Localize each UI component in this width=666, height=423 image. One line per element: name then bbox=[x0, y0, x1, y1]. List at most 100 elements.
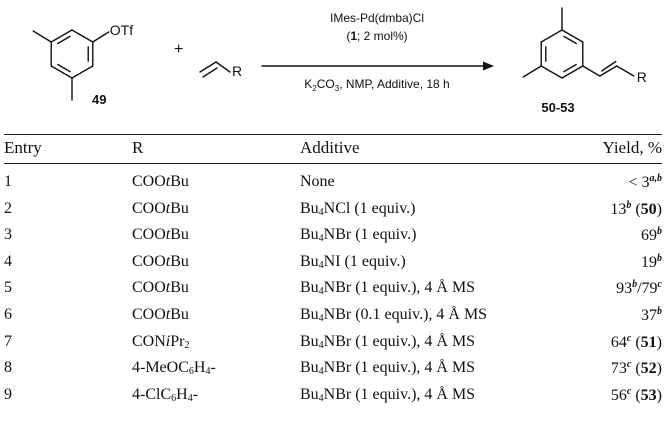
r-group-text: COO bbox=[132, 253, 166, 270]
compound-label-50-53: 50-53 bbox=[541, 100, 574, 115]
r-group-italic: i bbox=[165, 333, 171, 350]
yield-footnote: c bbox=[626, 333, 632, 344]
entry-number: 3 bbox=[4, 226, 12, 243]
additive-text: NBr (1 equiv.), 4 Å MS bbox=[323, 386, 476, 403]
cell-entry: 5 bbox=[4, 279, 12, 297]
additive-subscript: 4 bbox=[318, 393, 324, 404]
alkene-double-bond-1 bbox=[199, 61, 217, 73]
catalyst-name: IMes-Pd(dmba)Cl bbox=[330, 11, 424, 25]
additive-subscript: 4 bbox=[318, 366, 324, 377]
additive-subscript: 4 bbox=[318, 340, 324, 351]
product-ring-bond bbox=[540, 65, 563, 79]
cell-entry: 1 bbox=[4, 173, 12, 191]
cell-yield: 93b/79c bbox=[616, 279, 662, 298]
reaction-conditions-part: 3 bbox=[335, 84, 340, 93]
r-group-text: COO bbox=[132, 226, 166, 243]
cell-r-group: COOtBu bbox=[132, 173, 189, 191]
alkene-double-bond-2 bbox=[202, 67, 218, 78]
product-ring-bond bbox=[540, 29, 563, 43]
yield-compound-number: 53 bbox=[640, 387, 657, 404]
r-group-text: COO bbox=[132, 173, 166, 190]
yield-compound-number: 52 bbox=[640, 360, 657, 377]
r-group-text: CON bbox=[132, 333, 166, 350]
yield-footnote: a,b bbox=[649, 173, 663, 184]
cell-yield: < 3a,b bbox=[628, 173, 662, 192]
table-top-rule bbox=[4, 134, 662, 135]
product-alkene-bond bbox=[599, 65, 618, 77]
reaction-conditions-part: 2 bbox=[312, 84, 317, 93]
cell-additive: None bbox=[300, 173, 335, 191]
cell-yield: 13b (50) bbox=[610, 200, 662, 219]
yield-footnote: b bbox=[657, 253, 662, 264]
yield-value: 13 bbox=[610, 201, 627, 218]
product-double-bond bbox=[563, 63, 577, 73]
additive-text: Bu bbox=[300, 226, 319, 243]
additive-text: Bu bbox=[300, 359, 319, 376]
column-header-r: R bbox=[132, 138, 144, 157]
product-r-bond bbox=[616, 65, 635, 77]
r-group-text: - bbox=[210, 359, 216, 376]
product-alkene-double-bond bbox=[601, 60, 617, 72]
additive-text: NBr (1 equiv.), 4 Å MS bbox=[323, 333, 476, 350]
r-group-subscript: 4 bbox=[187, 393, 193, 404]
r-group-text: H bbox=[193, 359, 206, 376]
cell-entry: 9 bbox=[4, 386, 12, 404]
r-group-italic: t bbox=[165, 200, 171, 217]
cell-r-group: COOtBu bbox=[132, 279, 189, 297]
entry-number: 6 bbox=[4, 306, 12, 323]
column-header-yield: Yield, % bbox=[602, 138, 663, 157]
yield-footnote: c bbox=[626, 386, 632, 397]
yield-value: < 3 bbox=[628, 174, 650, 191]
yield-footnote: b bbox=[657, 306, 662, 317]
yield-paren: ( bbox=[631, 387, 641, 404]
cell-yield: 19b bbox=[641, 253, 662, 272]
triflate-bond bbox=[92, 31, 110, 43]
r-group-subscript: 4 bbox=[205, 366, 211, 377]
r-group-italic: t bbox=[165, 306, 171, 323]
additive-subscript: 4 bbox=[318, 233, 324, 244]
cell-yield: 73c (52) bbox=[611, 359, 662, 378]
entry-number: 7 bbox=[4, 333, 12, 350]
entry-number: 5 bbox=[4, 279, 12, 296]
cell-yield: 69b bbox=[641, 226, 662, 245]
r-group-text: Bu bbox=[170, 173, 189, 190]
cell-r-group: COOtBu bbox=[132, 200, 189, 218]
r-group-italic: t bbox=[165, 279, 171, 296]
cell-yield: 56c (53) bbox=[611, 386, 662, 405]
cell-entry: 8 bbox=[4, 359, 12, 377]
r-group-text: 4-MeOC bbox=[132, 359, 189, 376]
r-group-text: COO bbox=[132, 200, 166, 217]
additive-text: Bu bbox=[300, 333, 319, 350]
r-group-text: - bbox=[192, 386, 199, 403]
additive-text: NI (1 equiv.) bbox=[323, 253, 406, 270]
product-methyl-left bbox=[522, 65, 542, 78]
yield-footnote: c bbox=[626, 359, 632, 370]
catalyst-loading-part: ; 2 mol%) bbox=[357, 29, 408, 43]
entry-number: 4 bbox=[4, 253, 12, 270]
additive-text: NCl (1 equiv.) bbox=[323, 200, 416, 217]
yield-paren: ) bbox=[656, 201, 662, 218]
methyl-bond-left bbox=[32, 30, 52, 43]
yield-footnote: b bbox=[626, 200, 632, 211]
additive-text: Bu bbox=[300, 306, 319, 323]
yield-value: /79 bbox=[637, 280, 658, 297]
yield-paren: ( bbox=[631, 201, 641, 218]
entry-number: 8 bbox=[4, 359, 12, 376]
product-double-bond bbox=[563, 35, 577, 45]
reactant-ring-bond bbox=[71, 65, 94, 79]
additive-subscript: 4 bbox=[318, 207, 324, 218]
yield-footnote: b bbox=[657, 226, 662, 237]
cell-entry: 3 bbox=[4, 226, 12, 244]
additive-text: Bu bbox=[300, 253, 319, 270]
additive-text: Bu bbox=[300, 279, 319, 296]
additive-text: None bbox=[300, 173, 335, 190]
cell-additive: Bu4NI (1 equiv.) bbox=[300, 253, 406, 271]
r-group-text: 4-ClC bbox=[132, 386, 172, 403]
cell-r-group: CONiPr2 bbox=[132, 333, 189, 351]
r-group-subscript: 6 bbox=[171, 393, 177, 404]
product-vinyl-bond bbox=[582, 65, 601, 77]
yield-value: 37 bbox=[641, 307, 657, 324]
additive-text: NBr (1 equiv.), 4 Å MS bbox=[323, 279, 476, 296]
r-group-italic: t bbox=[165, 253, 171, 270]
cell-yield: 37b bbox=[641, 306, 662, 325]
